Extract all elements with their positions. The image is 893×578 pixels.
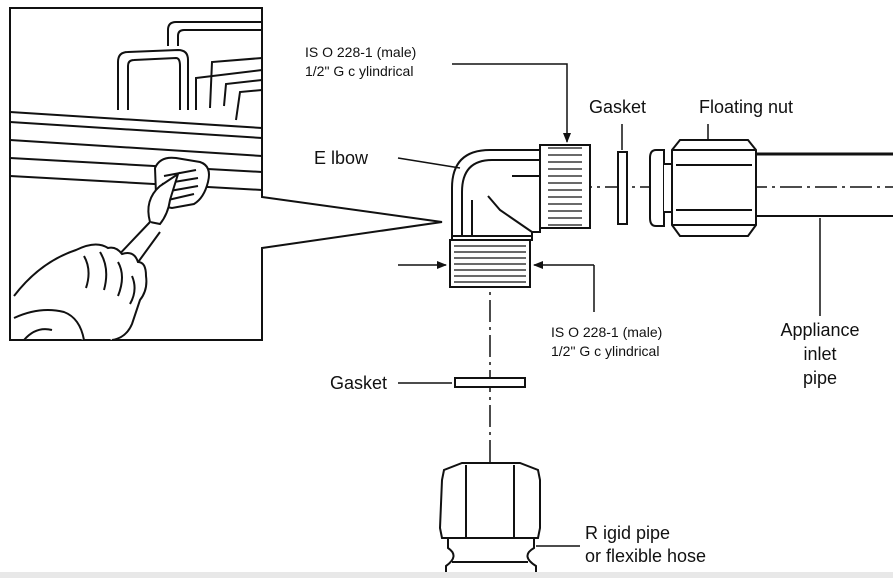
rigid-pipe-label-line2: or flexible hose (585, 546, 707, 566)
iso-top-label-line1: IS O 228-1 (male) (305, 44, 417, 60)
elbow-thread-bottom (449, 239, 531, 288)
wrench-and-elbow-illustration (13, 156, 210, 341)
elbow-thread-side (539, 144, 591, 229)
iso-bottom-label-line1: IS O 228-1 (male) (551, 324, 663, 340)
appliance-label-line2: inlet (803, 344, 837, 364)
appliance-inlet-pipe (756, 152, 893, 217)
iso-bottom-label-line2: 1/2" G c ylindrical (551, 343, 660, 359)
hob-illustration (9, 21, 263, 191)
gasket-side (617, 151, 628, 225)
floating-nut (649, 139, 757, 237)
gasket-bottom (454, 377, 526, 388)
elbow-fitting (451, 149, 541, 241)
gasket-top-label: Gasket (589, 97, 647, 117)
footer-strip (0, 572, 893, 578)
elbow-leader (397, 157, 461, 169)
inset-callout (9, 7, 443, 341)
appliance-label-line3: pipe (802, 368, 838, 388)
gasket-left-label: Gasket (330, 373, 388, 393)
rigid-pipe-label-line1: R igid pipe (585, 523, 671, 543)
floating-nut-label: Floating nut (699, 97, 794, 117)
rigid-pipe-nut (438, 462, 541, 578)
iso-top-label-line2: 1/2" G c ylindrical (305, 63, 414, 79)
leader-lines (397, 63, 821, 547)
elbow-label: E lbow (314, 148, 369, 168)
iso-top-leader (452, 63, 571, 143)
appliance-label-line1: Appliance (780, 320, 860, 340)
